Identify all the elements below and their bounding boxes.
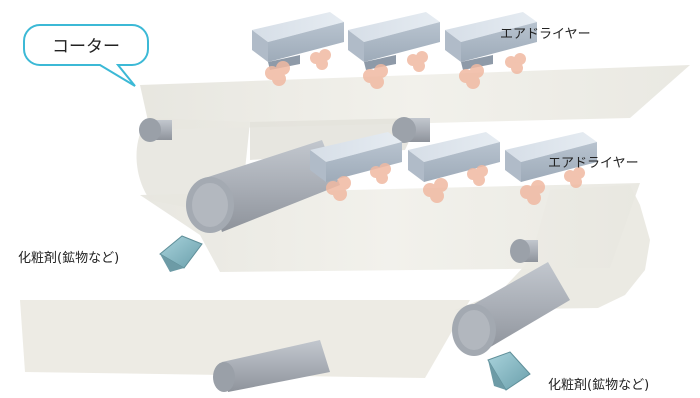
- air-dryer: [348, 12, 440, 70]
- callout-text: コーター: [52, 37, 120, 57]
- web-sheet-bottom: [20, 300, 470, 378]
- roller-upper-left: [139, 118, 172, 142]
- air-puff: [310, 49, 331, 70]
- air-puff: [505, 53, 526, 74]
- roller-middle-right: [510, 239, 538, 263]
- air-dryer: [408, 132, 500, 182]
- air-puff: [423, 178, 448, 203]
- dryer-row-lower: [310, 132, 597, 182]
- air-puffs: [265, 49, 585, 205]
- roller-upper-mid: [392, 117, 430, 143]
- air-puff: [370, 163, 391, 184]
- dryer-row-upper: [252, 12, 537, 70]
- roller-lower-right: [452, 262, 570, 356]
- air-puff: [363, 64, 388, 89]
- coater-callout: コーター: [23, 24, 149, 87]
- air-dryer: [310, 132, 402, 182]
- air-dryer: [252, 12, 344, 70]
- air-puff: [265, 61, 290, 86]
- air-dryer: [505, 132, 597, 182]
- label-dryer-upper: エアドライヤー: [500, 27, 591, 42]
- label-agent-left: 化粧剤(鉱物など): [18, 250, 119, 266]
- air-puff: [564, 167, 585, 188]
- air-puff: [467, 165, 488, 186]
- air-dryer: [445, 12, 537, 70]
- crystal-left: [159, 235, 203, 272]
- air-puff: [326, 176, 351, 201]
- air-puff: [459, 64, 484, 89]
- roller-main: [186, 140, 340, 233]
- label-agent-right: 化粧剤(鉱物など): [548, 377, 649, 393]
- crystal-right: [487, 351, 531, 391]
- roller-bottom: [213, 340, 330, 392]
- air-puff: [407, 51, 428, 72]
- label-dryer-lower: エアドライヤー: [548, 156, 639, 171]
- air-puff: [520, 180, 545, 205]
